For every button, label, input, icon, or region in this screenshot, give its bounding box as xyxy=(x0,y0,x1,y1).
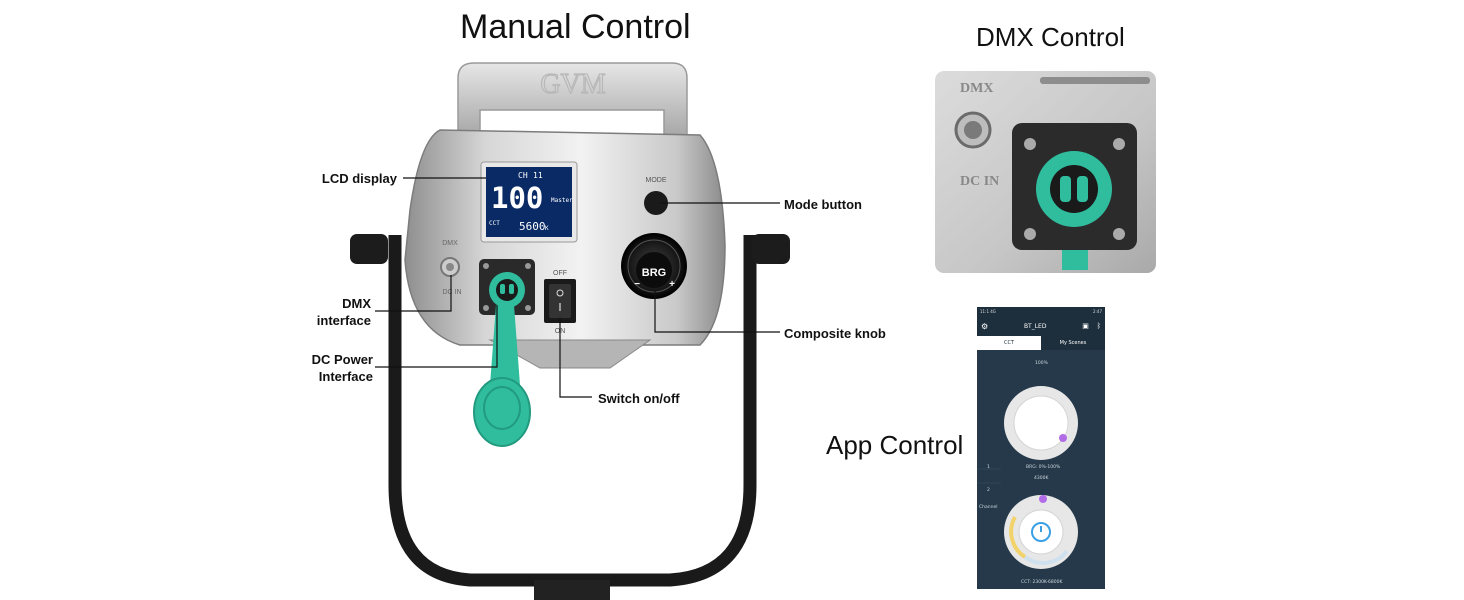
cct-dial-handle xyxy=(1039,495,1047,503)
svg-text:11: 11 xyxy=(533,171,543,180)
callout-mode-button: Mode button xyxy=(784,197,862,212)
app-dials xyxy=(977,386,1078,569)
brand-logo: GVM xyxy=(540,69,605,100)
bluetooth-icon[interactable]: ᛒ xyxy=(1096,322,1101,330)
callout-line-dc xyxy=(375,305,498,368)
app-actions: ▣ ᛒ xyxy=(1082,322,1101,330)
svg-text:CCT: CCT xyxy=(489,220,500,227)
app-title: BT_LED xyxy=(1023,322,1047,330)
manual-control-title: Manual Control xyxy=(460,8,691,46)
app-bar: ⚙ BT_LED ▣ ᛒ xyxy=(977,316,1105,336)
callout-dmx-interface: DMX interface xyxy=(316,296,371,328)
svg-text:OFF: OFF xyxy=(553,270,567,277)
save-icon[interactable]: ▣ xyxy=(1082,322,1089,330)
tab-cct[interactable]: CCT xyxy=(977,336,1041,350)
svg-text:K: K xyxy=(545,225,549,232)
svg-text:CH: CH xyxy=(518,171,528,180)
cct-range: CCT: 2300K-6800K xyxy=(1021,580,1063,585)
callout-dc-power: DC Power Interface xyxy=(311,352,373,384)
svg-text:DC IN: DC IN xyxy=(442,289,461,296)
svg-text:Master: Master xyxy=(551,197,573,204)
svg-text:MODE: MODE xyxy=(646,177,667,184)
callout-switch: Switch on/off xyxy=(598,391,680,406)
svg-text:BRG: BRG xyxy=(642,267,666,279)
brightness-value: 100% xyxy=(1035,361,1048,366)
svg-text:DMX: DMX xyxy=(960,81,993,96)
svg-text:DC IN: DC IN xyxy=(960,174,999,189)
dc-port-cap xyxy=(473,377,531,447)
callout-lcd-display: LCD display xyxy=(321,171,397,186)
svg-text:DMX: DMX xyxy=(442,240,458,247)
yoke-knob-right xyxy=(752,234,790,264)
app-status-bar: 11:1 4G 2:47 xyxy=(977,307,1105,316)
lcd-value: 100 xyxy=(491,181,543,215)
callout-line-knob xyxy=(654,290,780,333)
app-tabs: CCT My Scenes xyxy=(977,336,1105,350)
mode-button xyxy=(644,191,668,215)
side-item-1[interactable]: 1 xyxy=(987,465,990,470)
callout-line-switch xyxy=(559,318,592,398)
brightness-dial-handle xyxy=(1059,434,1067,442)
callout-line-dmx xyxy=(375,275,452,312)
channel-label: Channel xyxy=(979,505,998,510)
svg-text:5600: 5600 xyxy=(519,220,546,233)
svg-text:−: − xyxy=(634,279,640,290)
callout-composite-knob: Composite knob xyxy=(784,326,886,341)
yoke-knob-left xyxy=(350,234,388,264)
tab-my-scenes[interactable]: My Scenes xyxy=(1041,336,1105,350)
settings-icon[interactable]: ⚙ xyxy=(981,321,989,331)
lcd-screen xyxy=(486,167,572,237)
app-control-title: App Control xyxy=(826,430,964,460)
dmx-control-title: DMX Control xyxy=(976,22,1125,52)
side-item-2[interactable]: 2 xyxy=(987,488,990,493)
brg-range: BRG: 0%-100% xyxy=(1026,465,1061,470)
svg-text:+: + xyxy=(669,279,675,290)
cct-value: 4300K xyxy=(1034,476,1049,481)
stand-base xyxy=(534,580,610,600)
app-screenshot: 11:1 4G 2:47 ⚙ BT_LED ▣ ᛒ CCT My Scenes … xyxy=(977,307,1105,589)
